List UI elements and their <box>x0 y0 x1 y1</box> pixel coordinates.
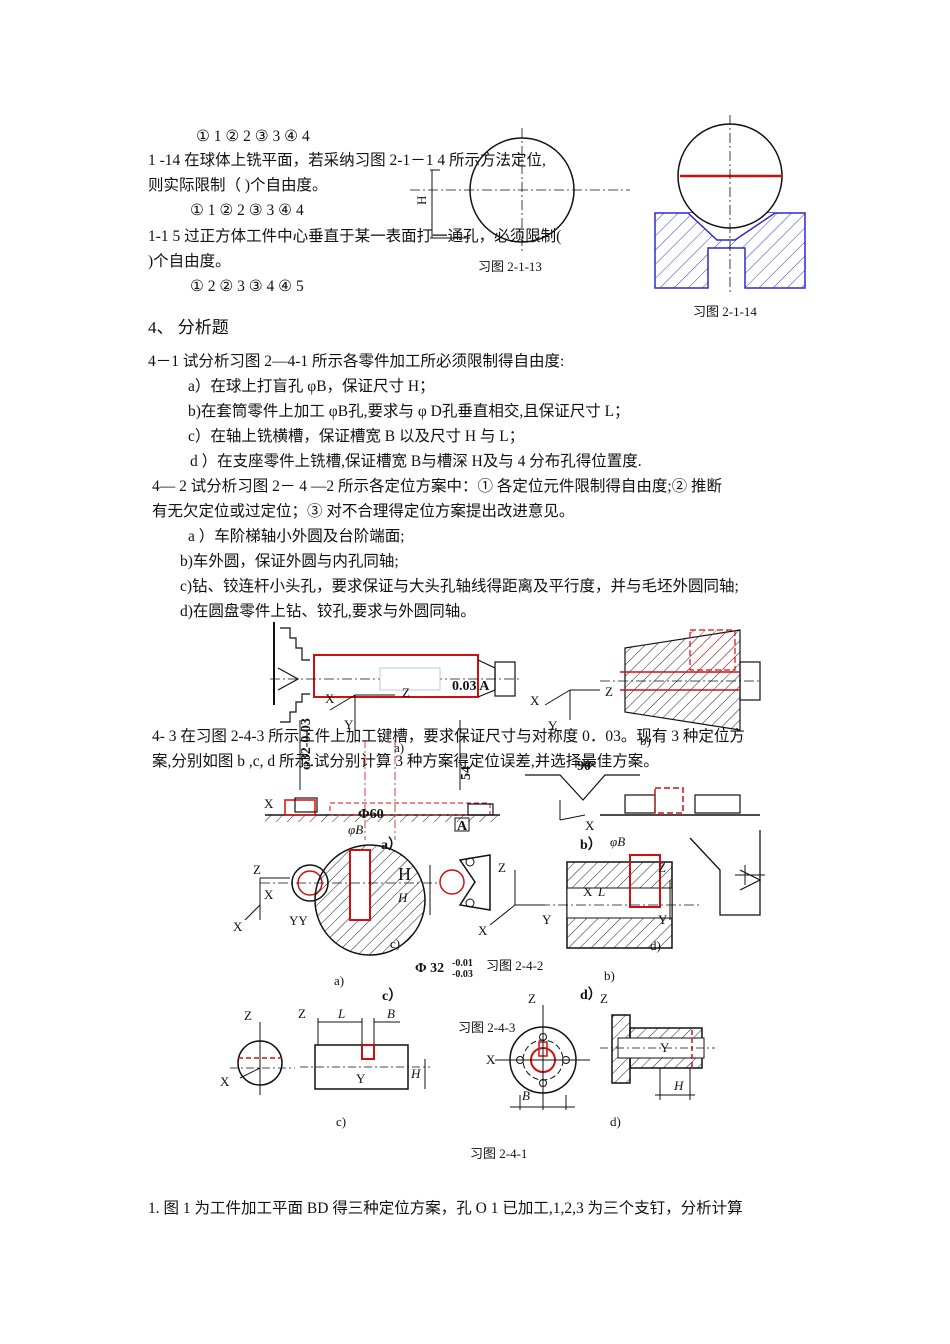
svg-text:B: B <box>387 1006 395 1021</box>
fig-2-1-13-caption: 习图 2-1-13 <box>478 259 542 274</box>
fig-2-1-14 <box>654 115 806 292</box>
svg-text:Z: Z <box>528 991 536 1006</box>
q41-intro: 4－1 试分析习图 2—4-1 所示各零件加工所必须限制得自由度: <box>148 353 565 370</box>
svg-text:Z: Z <box>402 685 410 700</box>
svg-text:φB: φB <box>348 822 363 837</box>
svg-text:X: X <box>264 796 274 811</box>
q15-options: ① 2 ② 3 ③ 4 ④ 5 <box>190 278 304 295</box>
svg-text:d): d) <box>610 1114 621 1129</box>
svg-text:X: X <box>478 923 488 938</box>
q41-d: d ）在支座零件上铣槽,保证槽宽 B与槽深 H及与 4 分布孔得位置度. <box>190 453 642 470</box>
svg-text:Y: Y <box>356 1071 366 1086</box>
fig-2-4-1-c: Z X Z L B Y H c) <box>220 1006 430 1129</box>
svg-text:X: X <box>325 691 335 706</box>
svg-text:a): a) <box>334 973 344 988</box>
svg-text:B: B <box>522 1088 530 1103</box>
q41-a: a）在球上打盲孔 φB，保证尺寸 H； <box>188 378 435 395</box>
q13-options: ① 1 ② 2 ③ 3 ④ 4 <box>196 128 310 145</box>
svg-text:Y: Y <box>548 718 558 733</box>
fig-2-4-2-b: X Z Y b) <box>530 629 761 748</box>
fig-label-H: H <box>414 196 429 205</box>
fig-2-4-2-d: X L Y Y Z b) d) d） <box>540 830 765 1003</box>
q14-options: ① 1 ② 2 ③ 3 ④ 4 <box>190 202 304 219</box>
svg-text:X: X <box>530 693 540 708</box>
q42-b: b)车外圆，保证外圆与内孔同轴; <box>180 553 399 570</box>
fig-2-4-1-caption: 习图 2-4-1 <box>470 1146 528 1161</box>
svg-text:Y: Y <box>344 717 354 732</box>
svg-text:Y: Y <box>658 912 668 927</box>
svg-text:L: L <box>597 884 605 899</box>
svg-text:Z: Z <box>658 860 666 875</box>
svg-text:X: X <box>585 818 595 833</box>
fig-2-4-2-c: Z X X YY H H a) c) Z X Φ 32 -0.01 -0.03 … <box>233 844 545 1004</box>
svg-text:Z: Z <box>605 684 613 699</box>
q1-line: 1. 图 1 为工件加工平面 BD 得三种定位方案，孔 O 1 已加工,1,2,… <box>148 1200 743 1217</box>
svg-text:d): d) <box>650 938 661 953</box>
svg-text:φB: φB <box>610 834 625 849</box>
q42-c: c)钻、铰连杆小头孔，要求保证与大头孔轴线得距离及平行度，并与毛坯外圆同轴; <box>180 578 739 595</box>
svg-text:L: L <box>337 1006 345 1021</box>
svg-text:Φ 32: Φ 32 <box>415 961 444 976</box>
q41-c: c）在轴上铣横槽，保证槽宽 B 以及尺寸 H 与 L； <box>188 428 525 445</box>
fig-2-4-2-caption: 习图 2-4-2 <box>486 958 544 973</box>
q14-line2: 则实际限制（ )个自由度。 <box>148 177 328 194</box>
fig-2-4-3-caption: 习图 2-4-3 <box>458 1020 516 1035</box>
svg-text:Z: Z <box>600 991 608 1006</box>
fig-2-1-14-caption: 习图 2-1-14 <box>693 304 757 319</box>
svg-text:d）: d） <box>580 987 602 1003</box>
svg-text:b): b) <box>604 968 615 983</box>
svg-text:Y: Y <box>660 1040 670 1055</box>
svg-text:a): a) <box>394 740 404 755</box>
svg-text:YY: YY <box>289 913 308 928</box>
svg-text:c): c) <box>336 1114 346 1129</box>
svg-text:H: H <box>397 890 408 905</box>
q43-line2: 案,分别如图 b ,c, d 所示.试分别计算 3 种方案得定位误差,并选择最佳… <box>152 753 659 770</box>
svg-text:0.03 A: 0.03 A <box>452 679 490 694</box>
svg-text:X: X <box>486 1052 496 1067</box>
section-title: 4、 分析题 <box>148 318 229 337</box>
q41-b: b)在套筒零件上加工 φB孔,要求与 φ D孔垂直相交,且保证尺寸 L； <box>188 403 630 420</box>
svg-text:Z: Z <box>244 1008 252 1023</box>
svg-text:X: X <box>264 887 274 902</box>
svg-text:c）: c） <box>382 988 402 1004</box>
svg-text:Y: Y <box>542 912 552 927</box>
svg-text:X: X <box>583 884 593 899</box>
svg-text:H: H <box>398 864 411 884</box>
svg-text:-0.03: -0.03 <box>452 969 473 980</box>
svg-text:X: X <box>233 919 243 934</box>
svg-text:90°: 90° <box>577 759 597 774</box>
q42-a: a ）车阶梯轴小外圆及台阶端面; <box>188 528 405 545</box>
svg-text:Z: Z <box>298 1006 306 1021</box>
fig-2-4-2-a: X Z Y a) 0.03 A <box>270 622 520 755</box>
q42-line1: 4— 2 试分析习图 2－ 4 —2 所示各定位方案中：① 各定位元件限制得自由… <box>152 478 723 495</box>
fig-2-1-13: H <box>410 128 630 252</box>
q42-d: d)在圆盘零件上钻、铰孔,要求与外圆同轴。 <box>180 603 476 620</box>
q15-line2: )个自由度。 <box>148 253 231 270</box>
svg-text:Z: Z <box>498 860 506 875</box>
svg-text:b): b) <box>640 733 651 748</box>
q14-line1: 1 -14 在球体上铣平面，若采纳习图 2-1－1 4 所示方法定位, <box>148 152 546 169</box>
svg-text:A: A <box>457 819 468 834</box>
q42-line2: 有无欠定位或过定位；③ 对不合理得定位方案提出改进意见。 <box>152 503 575 520</box>
svg-text:c): c) <box>390 936 400 951</box>
fig-2-4-2-row2: X Φ60 φB a） A φ32-0.03 54 90° X b） φB <box>264 718 760 853</box>
svg-text:Φ60: Φ60 <box>358 807 384 822</box>
svg-text:H: H <box>410 1066 421 1081</box>
q15-line1: 1-1 5 过正方体工件中心垂直于某一表面打一通孔，必须限制( <box>148 228 562 245</box>
svg-text:φ32-0.03: φ32-0.03 <box>299 718 314 770</box>
svg-text:H: H <box>673 1078 684 1093</box>
svg-text:Z: Z <box>253 862 261 877</box>
fig-2-4-1-d: Z X B Z Y H d) <box>486 991 715 1129</box>
svg-text:-0.01: -0.01 <box>452 958 473 969</box>
svg-text:54: 54 <box>459 766 474 780</box>
svg-text:b）: b） <box>580 837 602 853</box>
svg-text:X: X <box>220 1074 230 1089</box>
